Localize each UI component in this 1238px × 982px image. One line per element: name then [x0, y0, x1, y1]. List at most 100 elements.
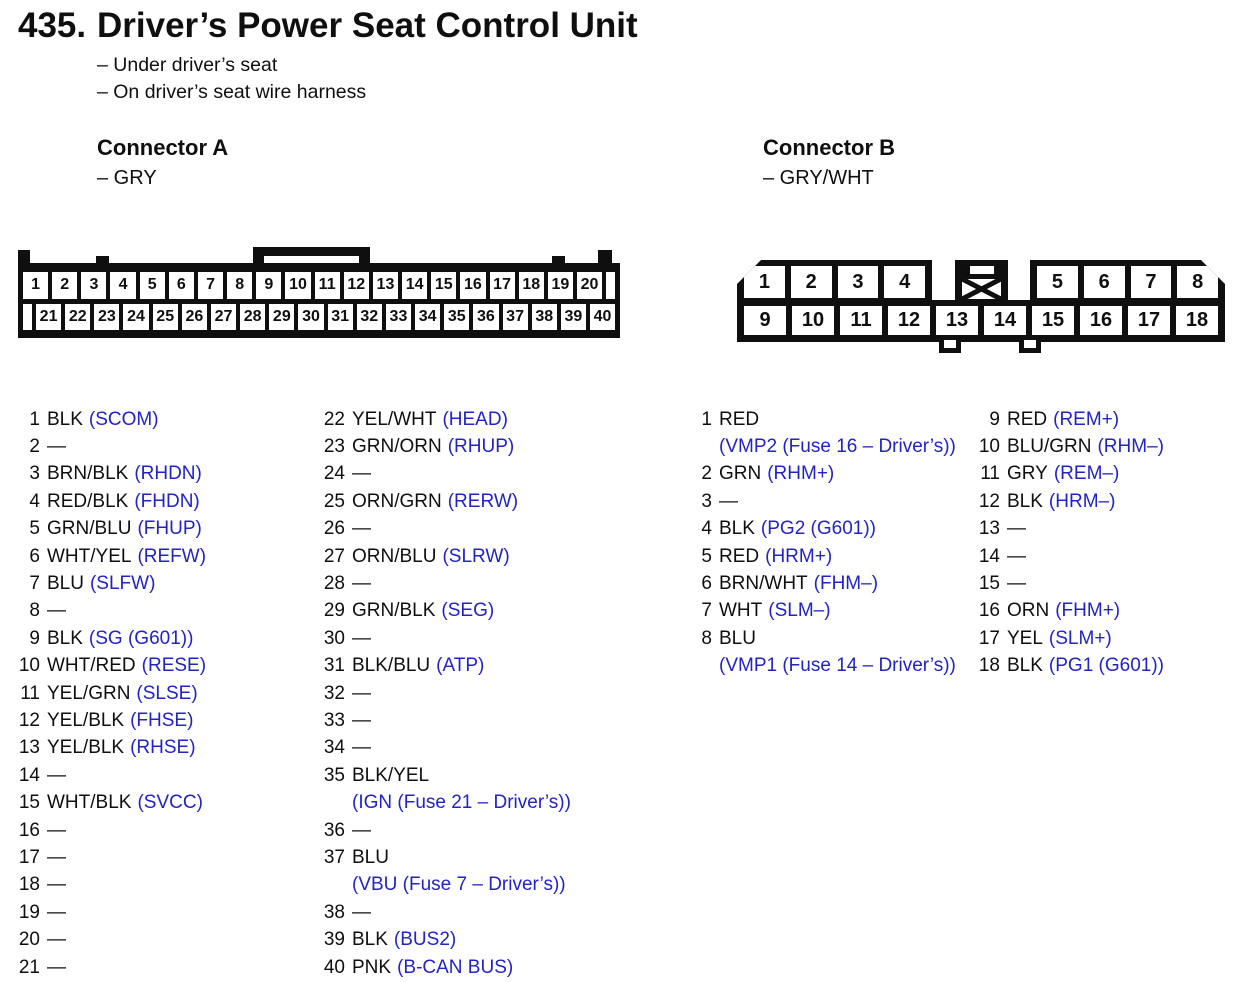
pin-number: 6 — [29, 545, 40, 567]
pin-function: (RHUP) — [447, 436, 515, 458]
pin-number: 12 — [978, 490, 1000, 512]
pin-row: 14— — [0, 762, 206, 789]
wire-color: ORN/GRN — [352, 490, 442, 512]
wire-color: BRN/WHT — [719, 573, 808, 595]
wire-color: — — [47, 874, 66, 896]
wire-color: BLK — [1007, 490, 1043, 512]
wire-color: BLK — [47, 627, 83, 649]
pin-number: 10 — [18, 655, 40, 677]
pin-wire-function: PNK(B-CAN BUS) — [352, 957, 513, 979]
pin-number: 3 — [701, 490, 712, 512]
pin-number: 14 — [978, 545, 1000, 567]
pin-wire-function: — — [47, 902, 66, 924]
pin-cavity-29: 29 — [269, 303, 295, 330]
pin-cavity-9: 9 — [744, 306, 786, 335]
pin-row: 2— — [0, 433, 206, 460]
pin-wire-function: — — [47, 436, 66, 458]
connector-b-bottom-notch-right — [1019, 340, 1041, 353]
pin-row: 13 YEL/BLK(RHSE) — [0, 735, 206, 762]
pin-function: (FHM+) — [1055, 600, 1121, 622]
wire-color: — — [352, 737, 371, 759]
pin-row-continuation: (VMP2 (Fuse 16 – Driver’s)) — [672, 433, 956, 460]
wire-color: — — [352, 682, 371, 704]
connector-b-bottom-notch-left — [939, 340, 961, 353]
wire-color: GRN/ORN — [352, 436, 442, 458]
connector-a-lock-tab-post-right — [359, 247, 370, 263]
pin-wire-function: YEL/BLK(FHSE) — [47, 710, 193, 732]
pin-number: 32 — [323, 682, 345, 704]
pin-wire-function: ORN/BLU(SLRW) — [352, 546, 510, 568]
pin-wire-function: — — [1007, 573, 1026, 595]
connector-a-lock-tab-bar — [253, 247, 370, 256]
pin-function: (RERW) — [447, 490, 519, 512]
pin-number: 21 — [18, 956, 40, 978]
pin-row: 21— — [0, 954, 206, 981]
pin-number: 28 — [323, 573, 345, 595]
section-number: 435. — [18, 6, 87, 45]
pin-number: 11 — [980, 463, 1000, 485]
pin-cavity-35: 35 — [444, 303, 470, 330]
pin-number: 6 — [701, 573, 712, 595]
pin-wire-function: BLK/YEL — [352, 765, 429, 787]
pin-function: (VMP2 (Fuse 16 – Driver’s)) — [719, 436, 956, 458]
pin-function: (REM–) — [1053, 463, 1120, 485]
pin-number: 15 — [978, 573, 1000, 595]
wire-color: BLU/GRN — [1007, 436, 1092, 458]
location-notes: – Under driver’s seat – On driver’s seat… — [97, 52, 366, 105]
pin-row: 14 — — [960, 543, 1164, 570]
wire-color: — — [352, 901, 371, 923]
wire-color: — — [47, 600, 66, 622]
pin-cavity-10: 10 — [285, 272, 311, 299]
pin-cavity-6: 6 — [1084, 266, 1125, 298]
pin-cavity-2: 2 — [52, 272, 78, 299]
wire-color: — — [352, 463, 371, 485]
pin-wire-function: ORN(FHM+) — [1007, 600, 1120, 622]
pin-number: 34 — [323, 737, 345, 759]
pin-wire-function: — — [1007, 518, 1026, 540]
pin-wire-function: WHT/RED(RESE) — [47, 655, 206, 677]
pin-cavity-6: 6 — [168, 272, 194, 299]
pin-wire-function: RED(REM+) — [1007, 409, 1119, 431]
pin-wire-function: YEL/BLK(RHSE) — [47, 737, 196, 759]
pin-cavity-15: 15 — [1032, 306, 1074, 335]
pin-function: (FHDN) — [134, 490, 200, 512]
pin-function: (PG1 (G601)) — [1048, 655, 1165, 677]
wire-color: GRN/BLK — [352, 600, 436, 622]
wire-color: BLU — [352, 846, 389, 868]
wire-color: YEL/WHT — [352, 408, 437, 430]
pin-number: 22 — [323, 408, 345, 430]
pin-function: (ATP) — [436, 655, 485, 677]
pin-cavity-15: 15 — [431, 272, 457, 299]
pin-number: 25 — [323, 490, 345, 512]
pin-row: 18— — [0, 872, 206, 899]
pin-row-continuation: (IGN (Fuse 21 – Driver’s)) — [305, 789, 571, 816]
section-title: Driver’s Power Seat Control Unit — [97, 6, 638, 45]
pin-cavity-18: 18 — [1176, 306, 1218, 335]
pin-row: 8— — [0, 598, 206, 625]
pin-wire-function: GRN/ORN(RHUP) — [352, 436, 514, 458]
pin-wire-function: GRY(REM–) — [1007, 463, 1119, 485]
pin-row: 30— — [305, 625, 571, 652]
wire-color: GRY — [1007, 463, 1048, 485]
pin-number: 3 — [29, 463, 40, 485]
pin-number: 13 — [18, 737, 40, 759]
pin-function: (SLM–) — [768, 600, 831, 622]
pin-wire-function: BLU — [719, 628, 756, 650]
pin-cavity-17: 17 — [489, 272, 515, 299]
wire-color: — — [1007, 545, 1026, 567]
pin-function: (SLRW) — [442, 545, 510, 567]
pin-number: 36 — [323, 819, 345, 841]
pin-number: 16 — [18, 819, 40, 841]
pin-wire-function: — — [352, 628, 371, 650]
pin-wire-function: — — [352, 820, 371, 842]
pin-number: 39 — [323, 929, 345, 951]
pin-wire-function: BRN/WHT(FHM–) — [719, 573, 878, 595]
